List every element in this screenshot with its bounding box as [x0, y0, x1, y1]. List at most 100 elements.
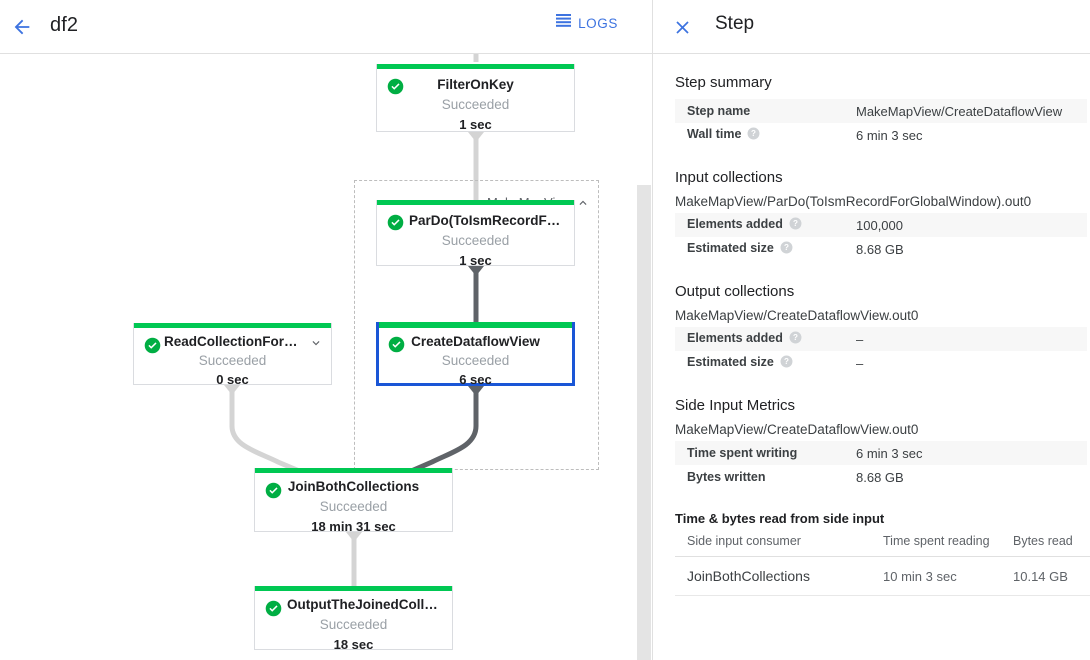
column-header-side-input-consumer: Side input consumer [675, 530, 883, 557]
graph-node-create-dataflow-view[interactable]: CreateDataflowView Succeeded 6 sec [376, 322, 575, 387]
row-value: 8.68 GB [856, 469, 904, 485]
row-key-text: Elements added [687, 331, 783, 345]
node-duration: 18 min 31 sec [311, 519, 396, 534]
node-duration: 1 sec [459, 117, 492, 132]
svg-text:?: ? [784, 357, 789, 366]
step-panel-body: Step summary Step name MakeMapView/Creat… [653, 54, 1090, 660]
section-side-input-metrics-heading: Side Input Metrics [675, 397, 796, 414]
help-icon[interactable]: ? [789, 217, 802, 233]
node-status: Succeeded [319, 617, 388, 632]
check-circle-icon [144, 337, 161, 354]
side-input-collection-name: MakeMapView/CreateDataflowView.out0 [675, 422, 919, 437]
svg-text:?: ? [751, 129, 756, 138]
graph-node-read-collection-for-join[interactable]: ReadCollectionForJoin Succeeded 0 sec [133, 323, 332, 387]
row-value: – [856, 355, 864, 371]
job-graph-header: df2 LOGS [0, 0, 652, 54]
row-key: Bytes written [687, 470, 766, 484]
node-duration: 6 sec [459, 372, 492, 387]
table-row: Bytes written 8.68 GB [675, 465, 1087, 489]
svg-text:?: ? [793, 333, 798, 342]
check-circle-icon [388, 336, 405, 353]
side-input-metrics-table: Time spent writing 6 min 3 sec Bytes wri… [675, 441, 1087, 489]
node-status-bar [255, 586, 452, 591]
table-row[interactable]: JoinBothCollections 10 min 3 sec 10.14 G… [675, 556, 1090, 596]
output-collections-table: Elements added? – Estimated size? – [675, 327, 1087, 375]
table-row: Estimated size? – [675, 351, 1087, 375]
side-input-read-subheading: Time & bytes read from side input [675, 511, 885, 526]
row-key: Wall time? [675, 123, 856, 147]
table-row: Estimated size? 8.68 GB [675, 237, 1087, 261]
chevron-up-icon[interactable] [576, 196, 590, 210]
table-row: Elements added? 100,000 [675, 213, 1087, 237]
row-key: Elements added? [675, 327, 856, 351]
logs-button[interactable]: LOGS [556, 14, 618, 32]
close-icon[interactable] [667, 12, 697, 42]
row-key-text: Estimated size [687, 241, 774, 255]
check-circle-icon [265, 482, 282, 499]
row-key: Estimated size? [675, 351, 856, 375]
node-status: Succeeded [441, 353, 510, 368]
graph-node-join-both-collections[interactable]: JoinBothCollections Succeeded 18 min 31 … [254, 468, 453, 534]
node-status: Succeeded [319, 499, 388, 514]
node-title: CreateDataflowView [411, 334, 540, 349]
node-status-bar [377, 200, 574, 205]
side-input-read-table: Side input consumer Time spent reading B… [675, 530, 1090, 596]
node-duration: 0 sec [216, 372, 249, 387]
node-status: Succeeded [441, 97, 510, 112]
row-value: – [856, 331, 864, 347]
node-status-bar [255, 468, 452, 473]
section-output-collections-heading: Output collections [675, 283, 795, 300]
chevron-down-icon[interactable] [309, 336, 323, 350]
graph-node-pardo-to-ism-record[interactable]: ParDo(ToIsmRecordFor… Succeeded 1 sec [376, 200, 575, 268]
node-title: JoinBothCollections [287, 479, 420, 494]
svg-text:?: ? [784, 243, 789, 252]
cell-time-spent-reading: 10 min 3 sec [883, 556, 1013, 596]
node-status: Succeeded [198, 353, 267, 368]
table-row: Wall time? 6 min 3 sec [675, 123, 1087, 147]
node-duration: 1 sec [459, 253, 492, 268]
check-circle-icon [265, 600, 282, 617]
help-icon[interactable]: ? [747, 127, 760, 143]
check-circle-icon [387, 78, 404, 95]
step-details-pane: Step Step summary Step name MakeMapView/… [653, 0, 1090, 660]
output-collection-name: MakeMapView/CreateDataflowView.out0 [675, 308, 919, 323]
row-value: 6 min 3 sec [856, 127, 923, 143]
row-key: Elements added? [675, 213, 856, 237]
row-value: 100,000 [856, 217, 903, 233]
graph-node-output-the-joined-collection[interactable]: OutputTheJoinedCollec… Succeeded 18 sec [254, 586, 453, 652]
graph-vertical-scrollbar[interactable] [637, 185, 651, 660]
node-status-bar [377, 64, 574, 69]
section-step-summary-heading: Step summary [675, 74, 772, 91]
help-icon[interactable]: ? [789, 331, 802, 347]
back-arrow-icon[interactable] [8, 13, 36, 41]
cell-side-input-consumer: JoinBothCollections [675, 556, 883, 596]
input-collections-table: Elements added? 100,000 Estimated size? … [675, 213, 1087, 261]
section-input-collections-heading: Input collections [675, 169, 783, 186]
cell-bytes-read: 10.14 GB [1013, 556, 1090, 596]
check-circle-icon [387, 214, 404, 231]
table-row: Elements added? – [675, 327, 1087, 351]
help-icon[interactable]: ? [780, 355, 793, 371]
node-status: Succeeded [441, 233, 510, 248]
panel-title: Step [715, 13, 755, 34]
column-header-bytes-read: Bytes read [1013, 530, 1090, 557]
table-row: Step name MakeMapView/CreateDataflowView [675, 99, 1087, 123]
row-key: Estimated size? [675, 237, 856, 261]
input-collection-name: MakeMapView/ParDo(ToIsmRecordForGlobalWi… [675, 194, 1032, 209]
row-key: Time spent writing [687, 446, 798, 460]
column-header-time-spent-reading: Time spent reading [883, 530, 1013, 557]
row-value: 6 min 3 sec [856, 445, 923, 461]
graph-canvas[interactable]: MakeMapView FilterOnKey Succeeded [0, 54, 652, 660]
node-status-bar [379, 322, 572, 328]
table-header-row: Side input consumer Time spent reading B… [675, 530, 1090, 557]
help-icon[interactable]: ? [780, 241, 793, 257]
node-title: ParDo(ToIsmRecordFor… [409, 213, 574, 228]
step-panel-header: Step [653, 0, 1090, 54]
step-summary-table: Step name MakeMapView/CreateDataflowView… [675, 99, 1087, 147]
row-key: Step name [687, 104, 751, 118]
page-title: df2 [50, 14, 79, 36]
row-value: 8.68 GB [856, 241, 904, 257]
graph-node-filter-on-key[interactable]: FilterOnKey Succeeded 1 sec [376, 64, 575, 132]
node-status-bar [134, 323, 331, 328]
